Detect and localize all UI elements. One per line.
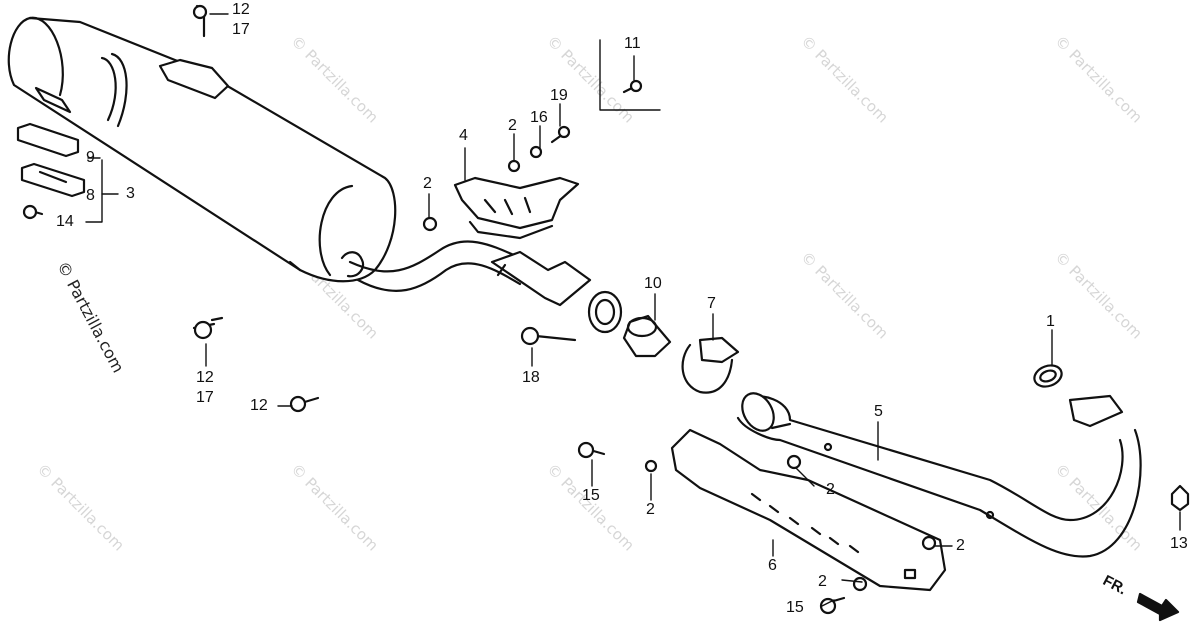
heat-shield [670, 428, 947, 592]
gasket-ring [1033, 364, 1063, 388]
leader-lines [85, 13, 1181, 607]
muffler [7, 16, 397, 283]
connecting-pipe [348, 240, 592, 307]
callout-11[interactable]: 11 [624, 35, 641, 52]
callout-4[interactable]: 4 [459, 127, 468, 144]
callout-8[interactable]: 8 [86, 187, 95, 204]
gasket-tube [622, 314, 672, 358]
callout-14[interactable]: 14 [56, 213, 74, 230]
callout-17[interactable]: 17 [232, 21, 250, 38]
callout-16[interactable]: 16 [530, 109, 548, 126]
callout-18[interactable]: 18 [522, 369, 540, 386]
exhaust-pipe [736, 392, 1142, 558]
callout-2[interactable]: 2 [508, 117, 517, 134]
callout-15[interactable]: 15 [786, 599, 804, 616]
callout-2[interactable]: 2 [818, 573, 827, 590]
callout-2[interactable]: 2 [826, 481, 835, 498]
fasteners [22, 4, 1190, 615]
callout-19[interactable]: 19 [550, 87, 568, 104]
callout-5[interactable]: 5 [874, 403, 883, 420]
callout-2[interactable]: 2 [956, 537, 965, 554]
exhaust-band [681, 336, 740, 394]
callout-3[interactable]: 3 [126, 185, 135, 202]
callout-1[interactable]: 1 [1046, 313, 1055, 330]
callout-13[interactable]: 13 [1170, 535, 1188, 552]
callout-17[interactable]: 17 [196, 389, 214, 406]
callout-12[interactable]: 12 [250, 397, 268, 414]
callout-15[interactable]: 15 [582, 487, 600, 504]
protector-collar [453, 176, 580, 240]
plate [20, 162, 86, 198]
callout-10[interactable]: 10 [644, 275, 662, 292]
callout-9[interactable]: 9 [86, 149, 95, 166]
callout-2[interactable]: 2 [423, 175, 432, 192]
callout-6[interactable]: 6 [768, 557, 777, 574]
joint-pipe [587, 290, 623, 334]
callout-2[interactable]: 2 [646, 501, 655, 518]
plate [16, 122, 80, 158]
forward-arrow-icon [1136, 592, 1180, 622]
callout-12[interactable]: 12 [196, 369, 214, 386]
callout-12[interactable]: 12 [232, 1, 250, 18]
callout-7[interactable]: 7 [707, 295, 716, 312]
